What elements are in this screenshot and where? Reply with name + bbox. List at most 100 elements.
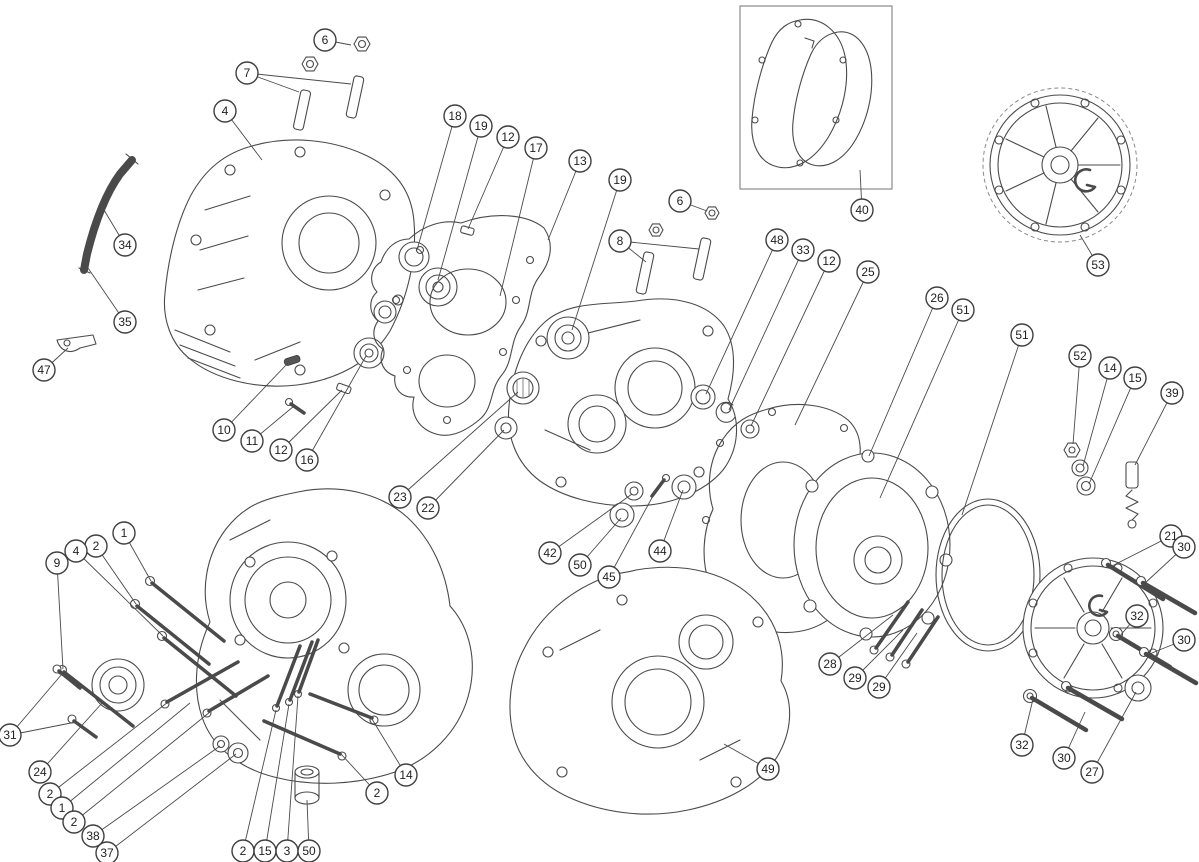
seal-12c (740, 419, 760, 439)
callout-29: 29 (843, 666, 867, 690)
oil-seal-48 (690, 384, 716, 410)
svg-text:32: 32 (1130, 609, 1144, 623)
svg-text:42: 42 (543, 546, 557, 560)
mounting-studs-front (292, 36, 371, 131)
callout-29: 29 (867, 675, 891, 699)
svg-text:53: 53 (1091, 258, 1105, 272)
svg-text:24: 24 (33, 765, 47, 779)
hex-nut (704, 206, 720, 220)
svg-text:51: 51 (1015, 328, 1029, 342)
svg-text:12: 12 (501, 130, 515, 144)
callout-8: 8 (608, 229, 632, 253)
leader-line (608, 493, 655, 578)
callout-48: 48 (765, 228, 789, 252)
svg-text:50: 50 (302, 844, 316, 858)
callout-14: 14 (1098, 356, 1122, 380)
leader-line (223, 362, 289, 431)
svg-text:8: 8 (617, 234, 624, 248)
leader-line (728, 249, 804, 411)
bearing-19 (418, 267, 458, 307)
svg-text:32: 32 (1015, 738, 1029, 752)
callout-11: 11 (240, 429, 264, 453)
needle-bearing-23 (506, 371, 540, 405)
leader-line (705, 239, 778, 395)
callout-22: 22 (416, 496, 440, 520)
callout-30: 30 (1052, 746, 1076, 770)
bolt-45 (650, 473, 671, 498)
center-gasket (370, 215, 551, 436)
svg-text:2: 2 (71, 815, 78, 829)
svg-text:4: 4 (222, 104, 229, 118)
callout-15: 15 (253, 839, 277, 862)
svg-text:23: 23 (393, 490, 407, 504)
leader-line (619, 240, 700, 250)
leader-line (879, 309, 964, 499)
brand-logo-icon (1088, 594, 1109, 617)
callout-27: 27 (1080, 760, 1104, 784)
svg-text:50: 50 (573, 558, 587, 572)
svg-text:9: 9 (54, 556, 61, 570)
leader-line (92, 745, 221, 837)
svg-text:29: 29 (872, 680, 886, 694)
leader-line (264, 703, 290, 852)
callout-49: 49 (756, 757, 780, 781)
svg-text:34: 34 (118, 238, 132, 252)
bearing-24 (91, 658, 145, 712)
callout-51: 51 (1010, 323, 1034, 347)
main-bearing-19b (546, 316, 590, 360)
leader-line (39, 701, 104, 773)
leader-line (56, 562, 64, 670)
callout-13: 13 (568, 149, 592, 173)
callout-47: 47 (32, 358, 56, 382)
callout-33: 33 (791, 238, 815, 262)
svg-text:1: 1 (59, 801, 66, 815)
callout-1: 1 (112, 521, 136, 545)
svg-text:25: 25 (861, 265, 875, 279)
callout-12: 12 (269, 438, 293, 462)
callout-12: 12 (817, 249, 841, 273)
svg-text:19: 19 (613, 173, 627, 187)
small-bolt-11 (284, 397, 306, 415)
callout-19: 19 (469, 114, 493, 138)
callout-2: 2 (84, 534, 108, 558)
svg-text:6: 6 (677, 194, 684, 208)
bearing-44 (671, 474, 697, 500)
callout-30: 30 (1172, 535, 1196, 559)
svg-text:10: 10 (217, 423, 231, 437)
svg-text:2: 2 (240, 844, 247, 858)
callout-2: 2 (365, 781, 389, 805)
leader-line (306, 355, 367, 461)
bushing-50a (609, 502, 635, 528)
spring-plunger-39 (1125, 461, 1139, 529)
mounting-studs-rear (635, 206, 720, 295)
breather-hose (78, 153, 139, 274)
svg-text:1: 1 (121, 526, 128, 540)
leader-line (1088, 377, 1136, 485)
svg-text:30: 30 (1177, 540, 1191, 554)
svg-text:51: 51 (956, 303, 970, 317)
callout-32: 32 (1125, 604, 1149, 628)
callout-30: 30 (1172, 628, 1196, 652)
callout-4: 4 (64, 539, 88, 563)
oil-fittings (1063, 442, 1096, 496)
leader-line (499, 147, 537, 297)
leader-line (95, 545, 137, 605)
spacer-27 (1124, 674, 1152, 702)
callout-50: 50 (568, 553, 592, 577)
svg-text:14: 14 (399, 768, 413, 782)
svg-text:2: 2 (93, 539, 100, 553)
svg-text:2: 2 (374, 786, 381, 800)
oil-seal-16 (353, 337, 385, 369)
svg-text:39: 39 (1165, 386, 1179, 400)
svg-text:33: 33 (796, 243, 810, 257)
svg-text:15: 15 (1128, 371, 1142, 385)
clamp-bracket (56, 334, 97, 352)
svg-text:19: 19 (474, 119, 488, 133)
callout-42: 42 (538, 541, 562, 565)
leader-line (467, 136, 509, 230)
svg-text:7: 7 (244, 66, 251, 80)
callout-28: 28 (818, 652, 842, 676)
leader-line (246, 72, 352, 85)
leader-line (750, 260, 830, 427)
leader-line (549, 493, 633, 554)
